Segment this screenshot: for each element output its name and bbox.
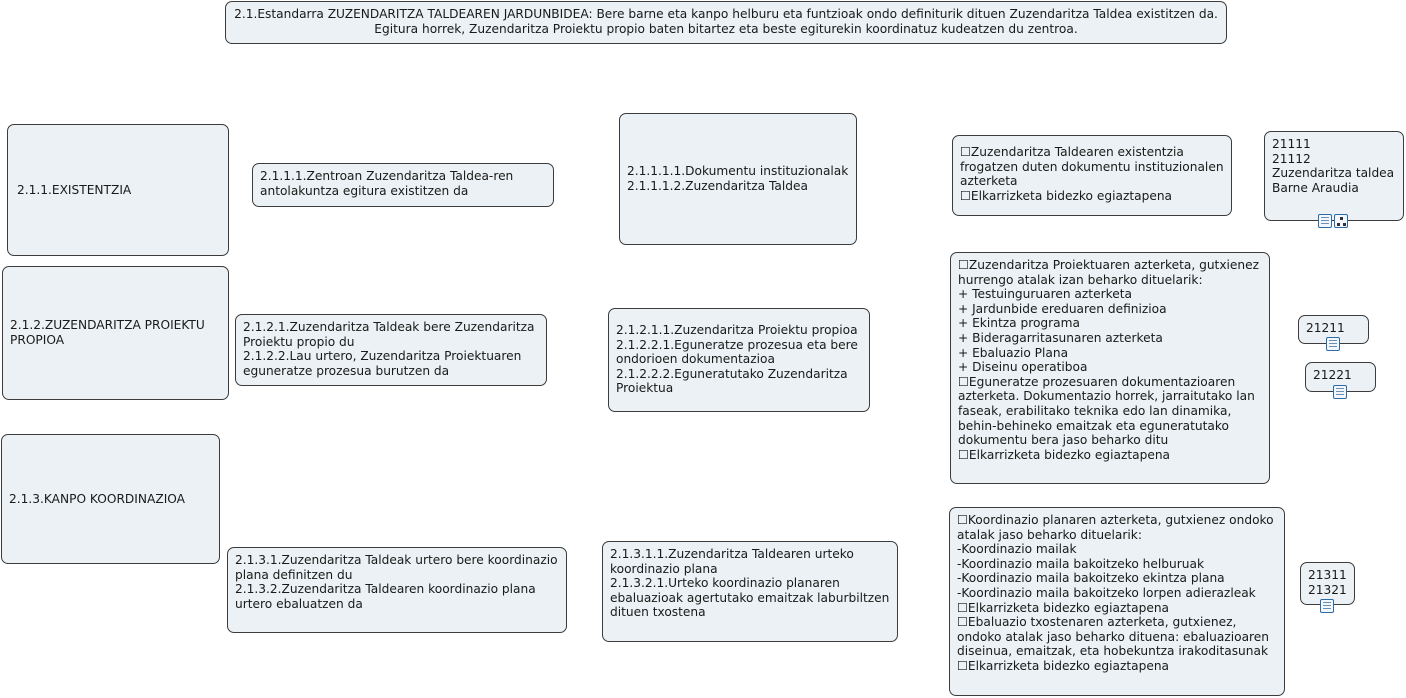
criteria-2-1-3: 2.1.3.1.Zuzendaritza Taldeak urtero bere…: [227, 547, 567, 633]
indicators-2-1-3: 2.1.3.1.1.Zuzendaritza Taldearen urteko …: [602, 541, 898, 642]
criteria-2-1-1: 2.1.1.1.Zentroan Zuzendaritza Taldea-ren…: [252, 163, 554, 207]
heading-zuzendaritza-proiektu-label: 2.1.2.ZUZENDARITZA PROIEKTU PROPIOA: [10, 318, 205, 347]
heading-existentzia-label: 2.1.1.EXISTENTZIA: [17, 182, 132, 197]
indicators-2-1-1: 2.1.1.1.1.Dokumentu instituzionalak 2.1.…: [619, 113, 857, 245]
codes-2-1-3: 21311 21321: [1300, 562, 1355, 605]
evidence-2-1-1: ☐Zuzendaritza Taldearen existentzia frog…: [952, 135, 1232, 216]
standard-title: 2.1.Estandarra ZUZENDARITZA TALDEAREN JA…: [225, 1, 1227, 44]
indicators-2-1-2: 2.1.2.1.1.Zuzendaritza Proiektu propioa …: [608, 308, 870, 412]
criteria-2-1-2: 2.1.2.1.Zuzendaritza Taldeak bere Zuzend…: [235, 314, 547, 386]
heading-kanpo-koordinazioa: 2.1.3.KANPO KOORDINAZIOA: [1, 434, 220, 564]
document-icon[interactable]: [1333, 385, 1347, 399]
indicators-2-1-1-text: 2.1.1.1.1.Dokumentu instituzionalak 2.1.…: [627, 164, 849, 193]
hierarchy-icon[interactable]: [1334, 214, 1348, 228]
document-icon[interactable]: [1320, 599, 1334, 613]
heading-kanpo-koordinazioa-label: 2.1.3.KANPO KOORDINAZIOA: [9, 491, 186, 506]
evidence-2-1-2: ☐Zuzendaritza Proiektuaren azterketa, gu…: [950, 252, 1270, 484]
heading-zuzendaritza-proiektu: 2.1.2.ZUZENDARITZA PROIEKTU PROPIOA: [2, 266, 229, 400]
heading-existentzia: 2.1.1.EXISTENTZIA: [7, 124, 229, 256]
document-icon[interactable]: [1326, 337, 1340, 351]
evidence-2-1-3: ☐Koordinazio planaren azterketa, gutxien…: [949, 507, 1285, 696]
document-icon[interactable]: [1318, 214, 1332, 228]
codes-2-1-1: 21111 21112 Zuzendaritza taldea Barne Ar…: [1264, 131, 1404, 221]
